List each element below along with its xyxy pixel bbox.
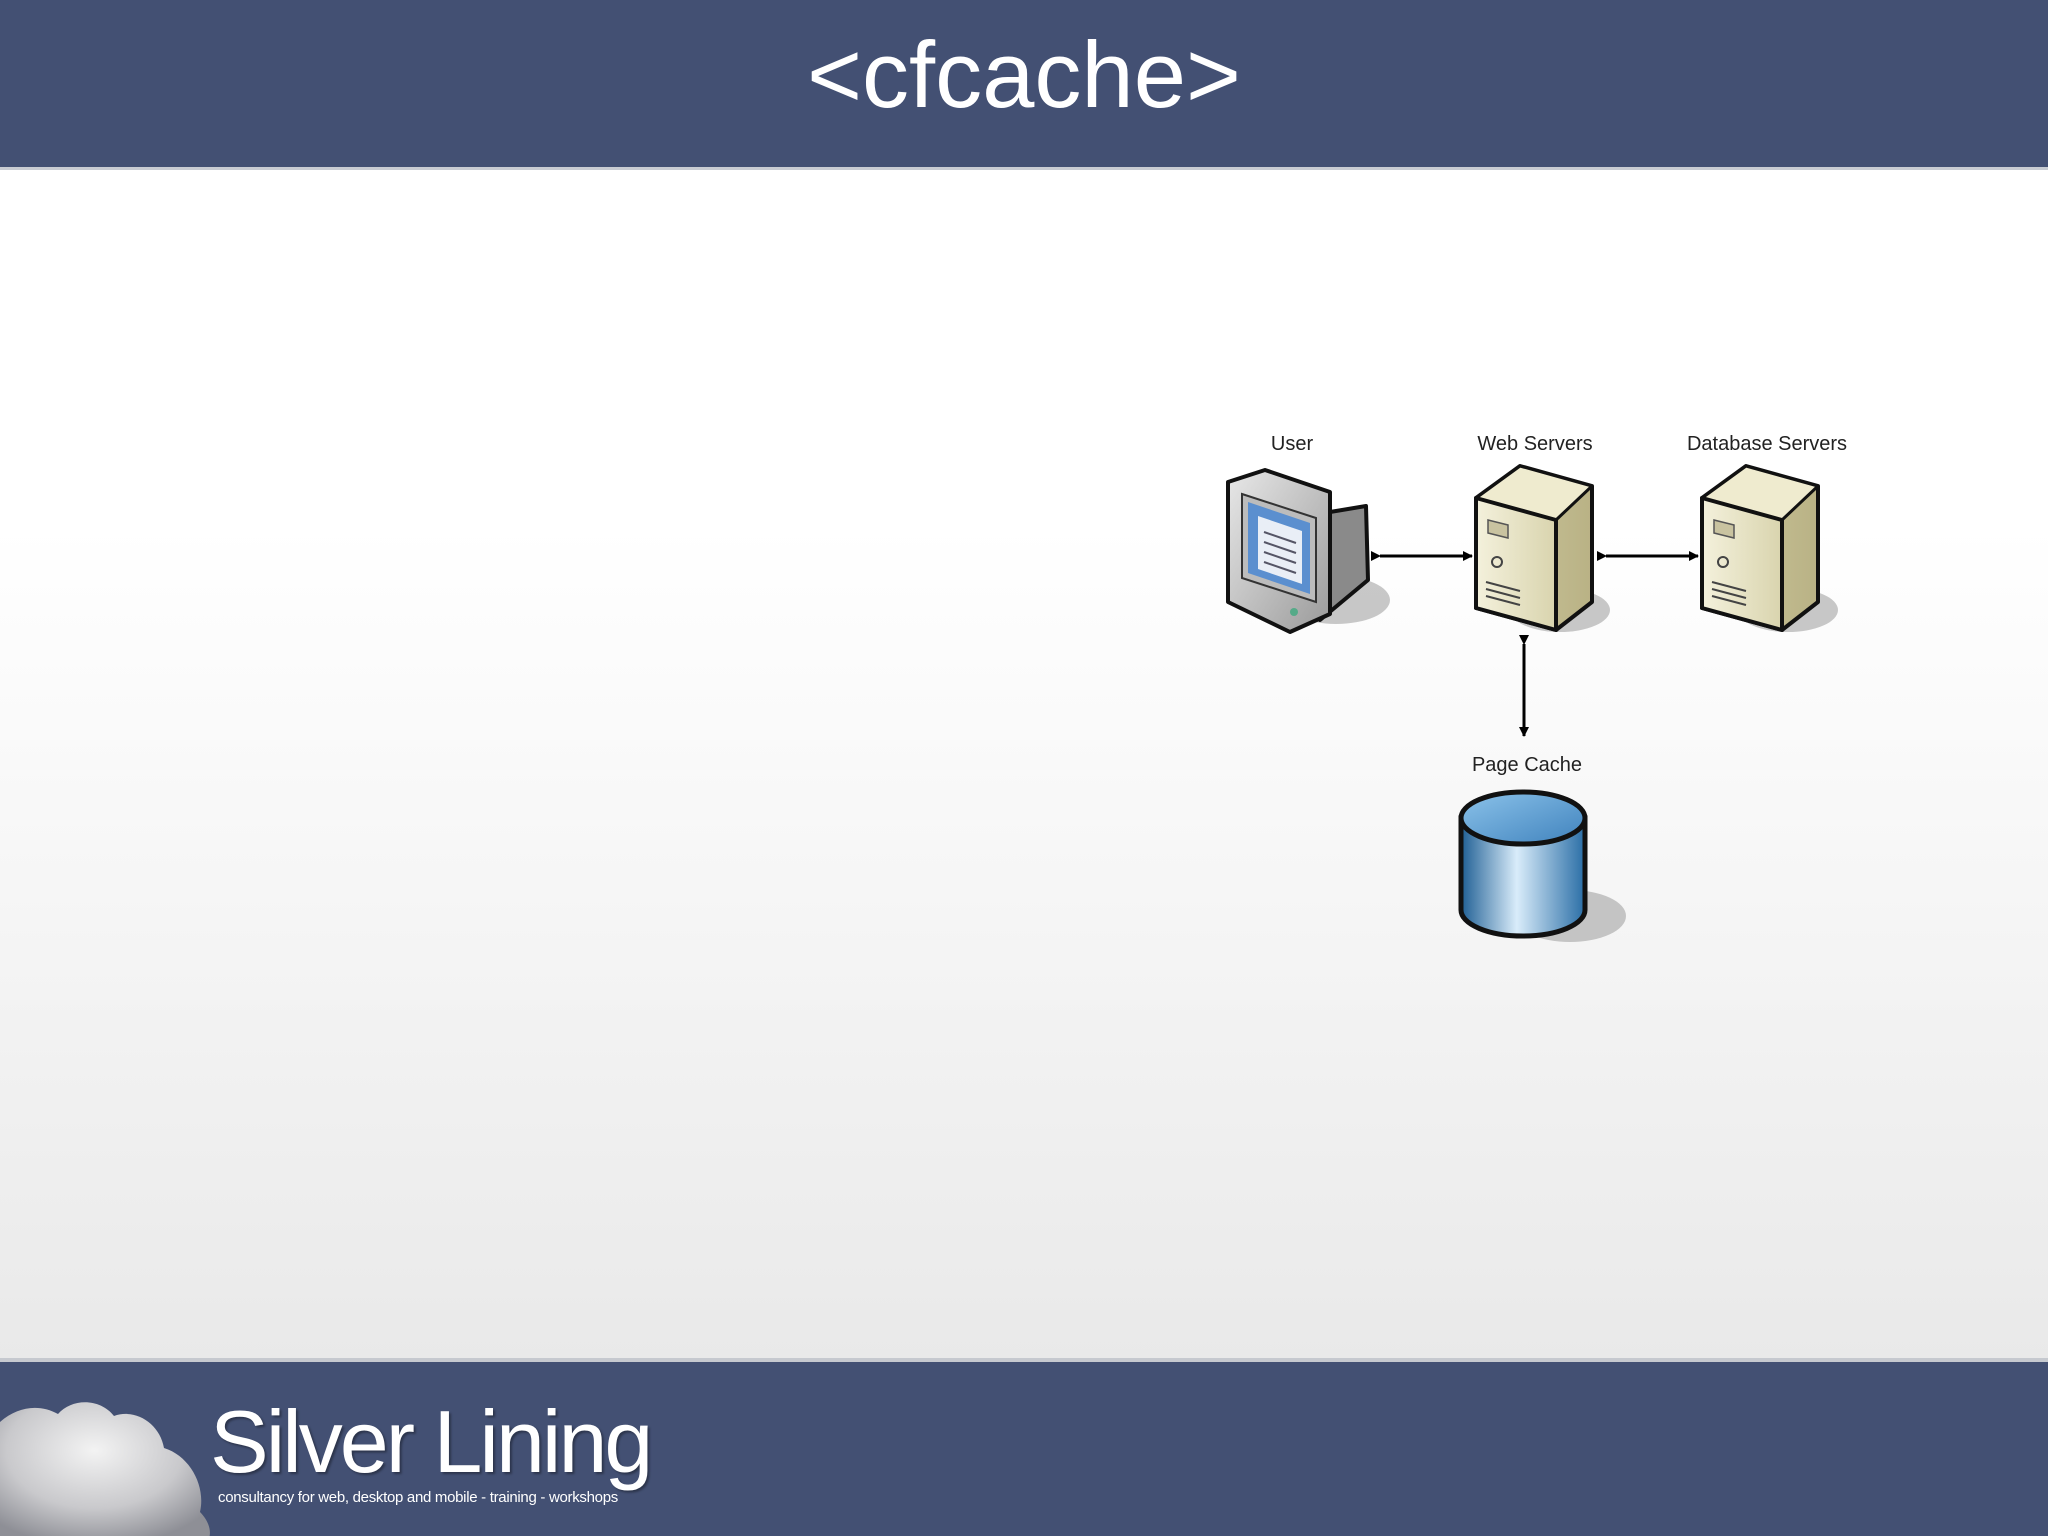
brand-name: Silver Lining [210, 1392, 653, 1491]
slide-content: User Web Servers Database Servers Page C… [0, 170, 2048, 1360]
node-label-web-servers: Web Servers [1477, 433, 1592, 455]
footer-bar: Silver Lining consultancy for web, deskt… [0, 1358, 2048, 1536]
server-icon [1700, 464, 1838, 632]
monitor-icon [1226, 468, 1390, 634]
brand-tagline: consultancy for web, desktop and mobile … [218, 1489, 618, 1506]
node-label-page-cache: Page Cache [1472, 754, 1582, 776]
server-icon [1474, 464, 1610, 632]
header-bar: <cfcache> [0, 0, 2048, 170]
architecture-diagram: User Web Servers Database Servers Page C… [1226, 433, 1847, 942]
database-cylinder-icon [1458, 789, 1626, 942]
node-label-user: User [1271, 433, 1314, 455]
cloud-icon [0, 1402, 210, 1536]
node-label-database-servers: Database Servers [1687, 433, 1847, 455]
slide-title: <cfcache> [807, 22, 1241, 127]
